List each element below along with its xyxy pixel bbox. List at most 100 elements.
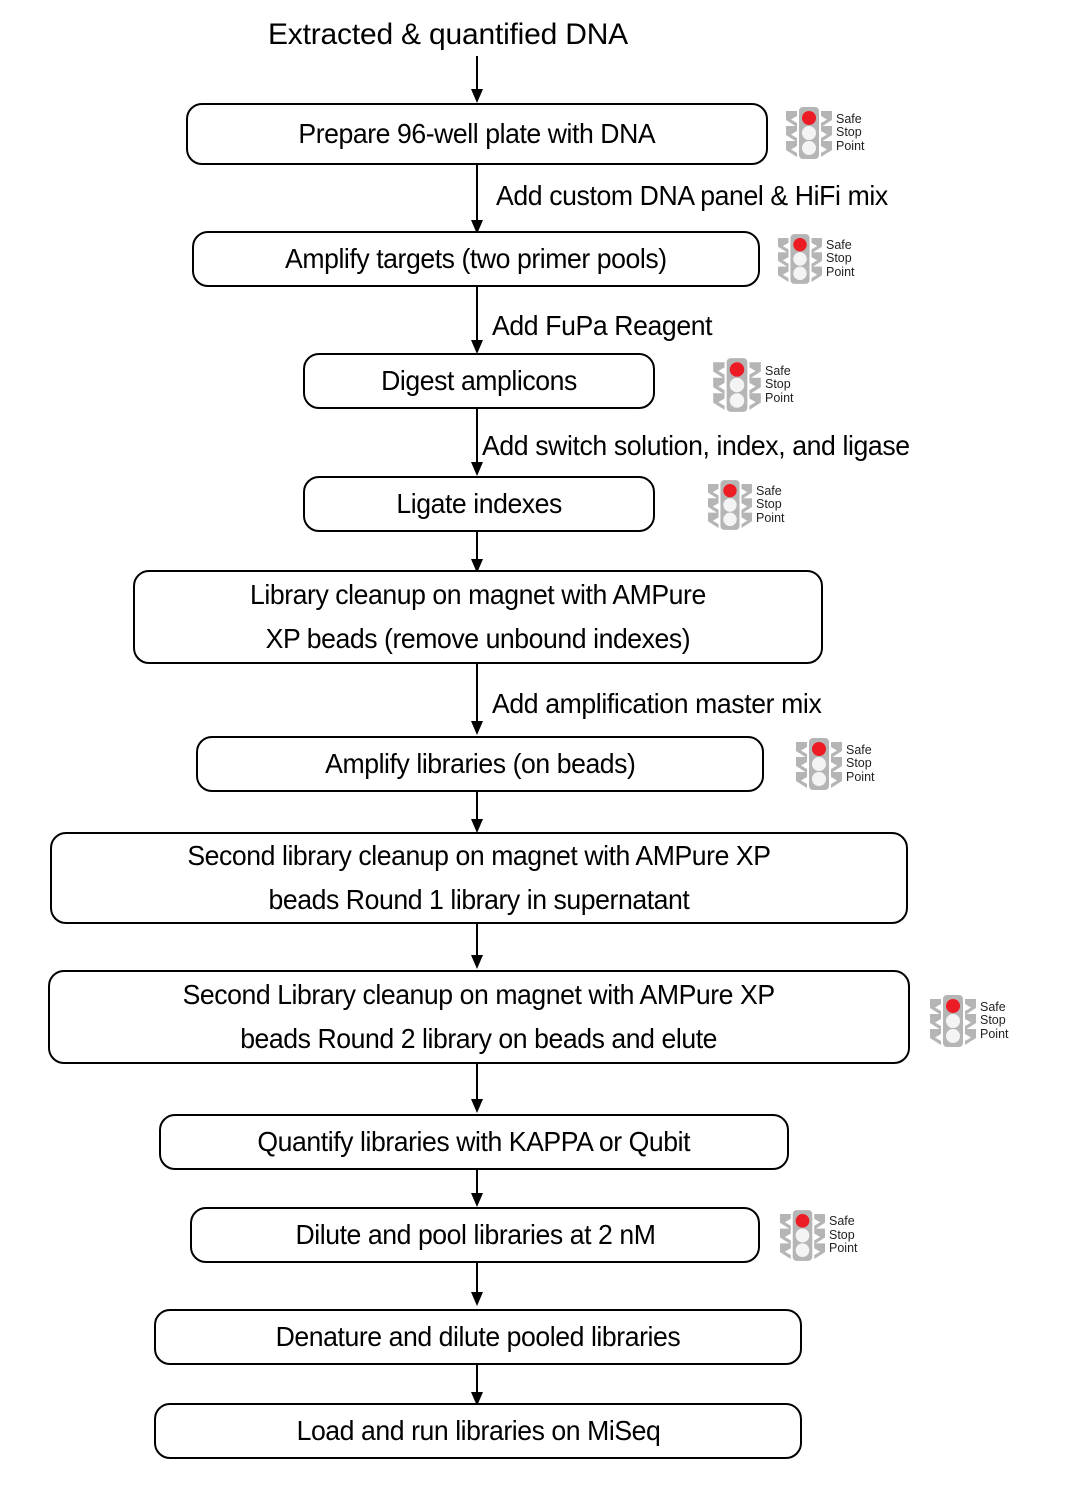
connector-n7-to-n8 bbox=[468, 924, 486, 970]
ssp-line-1: Safe bbox=[846, 742, 872, 757]
traffic-light-lamp-red bbox=[795, 1213, 810, 1228]
connector-n2-to-n3 bbox=[468, 287, 486, 355]
node-denature-dilute[interactable]: Denature and dilute pooled libraries bbox=[154, 1309, 802, 1365]
safe-stop-point-text: Safe Stop Point bbox=[826, 237, 855, 280]
connector-n8-to-n9 bbox=[468, 1064, 486, 1114]
ssp-line-1: Safe bbox=[765, 363, 791, 378]
traffic-light-icon bbox=[713, 358, 761, 412]
node-second-cleanup-round2[interactable]: Second Library cleanup on magnet with AM… bbox=[48, 970, 910, 1064]
traffic-light-icon bbox=[780, 1210, 825, 1261]
traffic-light-lamp-middle bbox=[729, 377, 745, 393]
node-quantify-libraries[interactable]: Quantify libraries with KAPPA or Qubit bbox=[159, 1114, 789, 1170]
safe-stop-point-marker-1: Safe Stop Point bbox=[786, 105, 865, 161]
ssp-line-1: Safe bbox=[829, 1214, 855, 1229]
ssp-line-3: Point bbox=[829, 1241, 858, 1256]
ssp-line-3: Point bbox=[836, 138, 865, 153]
traffic-light-lamp-red bbox=[812, 742, 826, 756]
ssp-line-2: Stop bbox=[756, 497, 782, 512]
traffic-light-lamp-bottom bbox=[812, 772, 826, 786]
safe-stop-point-marker-4: Safe Stop Point bbox=[708, 478, 785, 532]
safe-stop-point-text: Safe Stop Point bbox=[829, 1215, 858, 1256]
traffic-light-lamp-red bbox=[723, 483, 737, 498]
safe-stop-point-marker-7: Safe Stop Point bbox=[780, 1208, 858, 1263]
node-dilute-pool-libraries[interactable]: Dilute and pool libraries at 2 nM bbox=[190, 1207, 760, 1263]
connector-n11-to-n12 bbox=[468, 1365, 486, 1407]
node-label: Amplify libraries (on beads) bbox=[324, 748, 636, 779]
connector-source-to-n1 bbox=[468, 56, 486, 104]
ssp-line-2: Stop bbox=[829, 1227, 855, 1242]
ssp-line-3: Point bbox=[826, 264, 855, 279]
node-digest-amplicons[interactable]: Digest amplicons bbox=[303, 353, 655, 409]
node-ligate-indexes[interactable]: Ligate indexes bbox=[303, 476, 655, 532]
traffic-light-lamp-middle bbox=[802, 126, 816, 140]
ssp-line-1: Safe bbox=[826, 237, 852, 252]
connector-n10-to-n11 bbox=[468, 1263, 486, 1307]
ssp-line-3: Point bbox=[765, 390, 794, 405]
ssp-line-1: Safe bbox=[980, 999, 1006, 1014]
node-second-cleanup-round1[interactable]: Second library cleanup on magnet with AM… bbox=[50, 832, 908, 924]
traffic-light-icon bbox=[786, 107, 832, 159]
safe-stop-point-text: Safe Stop Point bbox=[765, 363, 794, 406]
ssp-line-2: Stop bbox=[846, 756, 872, 771]
traffic-light-lamp-bottom bbox=[793, 266, 807, 281]
node-label: Digest amplicons bbox=[381, 365, 577, 396]
connector-n1-to-n2 bbox=[468, 165, 486, 235]
ssp-line-2: Stop bbox=[980, 1013, 1006, 1028]
traffic-light-lamp-bottom bbox=[795, 1243, 810, 1258]
node-label: Quantify libraries with KAPPA or Qubit bbox=[257, 1126, 691, 1157]
traffic-light-lamp-middle bbox=[946, 1014, 960, 1028]
traffic-light-lamp-bottom bbox=[946, 1029, 960, 1043]
traffic-light-lamp-red bbox=[729, 362, 745, 377]
ssp-line-1: Safe bbox=[756, 483, 782, 498]
node-label: Prepare 96-well plate with DNA bbox=[298, 118, 656, 149]
safe-stop-point-text: Safe Stop Point bbox=[980, 999, 1009, 1042]
ssp-line-3: Point bbox=[846, 769, 875, 784]
traffic-light-icon bbox=[708, 480, 752, 530]
node-prepare-plate[interactable]: Prepare 96-well plate with DNA bbox=[186, 103, 768, 165]
node-label: Library cleanup on magnet with AMPure XP… bbox=[250, 579, 706, 654]
node-amplify-targets[interactable]: Amplify targets (two primer pools) bbox=[192, 231, 760, 287]
ssp-line-2: Stop bbox=[765, 377, 791, 392]
traffic-light-lamp-bottom bbox=[802, 141, 816, 155]
source-label: Extracted & quantified DNA bbox=[268, 18, 628, 51]
ssp-line-3: Point bbox=[980, 1026, 1009, 1041]
safe-stop-point-marker-5: Safe Stop Point bbox=[796, 736, 875, 792]
node-label: Dilute and pool libraries at 2 nM bbox=[295, 1219, 655, 1250]
node-load-run-miseq[interactable]: Load and run libraries on MiSeq bbox=[154, 1403, 802, 1459]
traffic-light-lamp-middle bbox=[793, 252, 807, 266]
safe-stop-point-marker-6: Safe Stop Point bbox=[930, 993, 1009, 1049]
traffic-light-icon bbox=[796, 738, 842, 790]
safe-stop-point-marker-3: Safe Stop Point bbox=[713, 356, 794, 414]
connector-n6-to-n7 bbox=[468, 792, 486, 834]
edge-label-n5-n6: Add amplification master mix bbox=[492, 688, 822, 719]
node-label: Amplify targets (two primer pools) bbox=[285, 243, 667, 274]
connector-n9-to-n10 bbox=[468, 1170, 486, 1208]
node-label: Second library cleanup on magnet with AM… bbox=[187, 840, 771, 915]
ssp-line-1: Safe bbox=[836, 111, 862, 126]
traffic-light-icon bbox=[930, 995, 976, 1047]
traffic-light-icon bbox=[778, 234, 822, 284]
traffic-light-lamp-bottom bbox=[723, 512, 737, 527]
ssp-line-2: Stop bbox=[836, 125, 862, 140]
safe-stop-point-marker-2: Safe Stop Point bbox=[778, 232, 855, 286]
traffic-light-lamp-bottom bbox=[729, 393, 745, 408]
node-amplify-libraries[interactable]: Amplify libraries (on beads) bbox=[196, 736, 764, 792]
traffic-light-lamp-red bbox=[793, 237, 807, 252]
connector-n5-to-n6 bbox=[468, 664, 486, 736]
ssp-line-3: Point bbox=[756, 510, 785, 525]
safe-stop-point-text: Safe Stop Point bbox=[846, 742, 875, 785]
edge-label-n2-n3: Add FuPa Reagent bbox=[492, 310, 713, 341]
node-label: Load and run libraries on MiSeq bbox=[296, 1415, 660, 1446]
traffic-light-lamp-middle bbox=[795, 1228, 810, 1243]
traffic-light-lamp-middle bbox=[812, 757, 826, 771]
node-library-cleanup[interactable]: Library cleanup on magnet with AMPure XP… bbox=[133, 570, 823, 664]
node-label: Denature and dilute pooled libraries bbox=[275, 1321, 681, 1352]
connector-n4-to-n5 bbox=[468, 532, 486, 574]
traffic-light-lamp-red bbox=[946, 999, 960, 1013]
traffic-light-lamp-red bbox=[802, 111, 816, 125]
edge-label-n3-n4: Add switch solution, index, and ligase bbox=[482, 430, 910, 461]
traffic-light-lamp-middle bbox=[723, 498, 737, 512]
edge-label-n1-n2: Add custom DNA panel & HiFi mix bbox=[496, 180, 888, 211]
ssp-line-2: Stop bbox=[826, 251, 852, 266]
